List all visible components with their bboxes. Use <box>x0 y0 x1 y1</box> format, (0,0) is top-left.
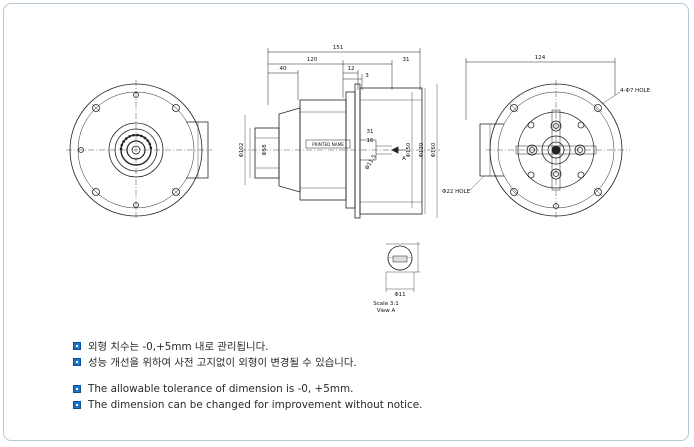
dim-31: 31 <box>403 57 410 63</box>
dim-3: 3 <box>365 73 369 79</box>
dia-102: Φ102 <box>239 143 245 158</box>
detail-view-a <box>385 242 420 292</box>
dim-151: 151 <box>333 45 344 51</box>
dia-160: Φ160 <box>431 142 437 157</box>
dim-12: 12 <box>348 66 355 72</box>
dia-11: Φ11 <box>394 292 405 298</box>
bullet-icon <box>73 401 81 409</box>
front-view-right <box>465 58 630 220</box>
dia-150: Φ150 <box>406 142 412 157</box>
dim-16: 16 <box>367 138 374 144</box>
bullet-icon <box>73 357 81 366</box>
dim-120: 120 <box>307 57 318 63</box>
mount-holes-right <box>509 103 603 209</box>
content-frame <box>3 3 689 441</box>
hole-4-label: 4-Φ7 HOLE <box>620 88 651 94</box>
note-english-1: The allowable tolerance of dimension is … <box>73 383 353 395</box>
nameplate-label: PRINTED NAME <box>312 142 344 147</box>
note-korean-2: 성능 개선을 위하여 사전 고지없이 외형이 변경될 수 있습니다. <box>73 354 357 369</box>
note-english-1-text: The allowable tolerance of dimension is … <box>88 383 354 395</box>
note-english-2-text: The dimension can be changed for improve… <box>88 399 423 411</box>
note-korean-2-text: 성능 개선을 위하여 사전 고지없이 외형이 변경될 수 있습니다. <box>88 357 357 369</box>
front-view-left <box>66 80 212 220</box>
hole-22-label: Φ22 HOLE <box>442 189 471 195</box>
dim-124: 124 <box>535 55 546 61</box>
scale-label: Scale 3:1 <box>373 301 398 307</box>
note-korean-1: 외형 치수는 -0,+5mm 내로 관리됩니다. <box>73 338 268 353</box>
drawing-labels: 151 120 31 40 12 3 124 31 16 Φ102 Φ58 Φ1… <box>239 45 651 314</box>
point-a-label: A <box>402 156 406 162</box>
dim-31b: 31 <box>367 129 374 135</box>
dia-58: Φ58 <box>262 144 268 156</box>
note-english-2: The dimension can be changed for improve… <box>73 399 422 411</box>
bullet-icon <box>73 385 81 393</box>
bullet-icon <box>73 341 81 350</box>
view-label: View A <box>377 308 396 314</box>
dia-11-5: Φ11.5 <box>364 153 378 171</box>
dim-40: 40 <box>280 66 287 72</box>
dia-130: Φ130 <box>419 142 425 157</box>
note-korean-1-text: 외형 치수는 -0,+5mm 내로 관리됩니다. <box>88 341 269 353</box>
side-view <box>240 48 440 219</box>
